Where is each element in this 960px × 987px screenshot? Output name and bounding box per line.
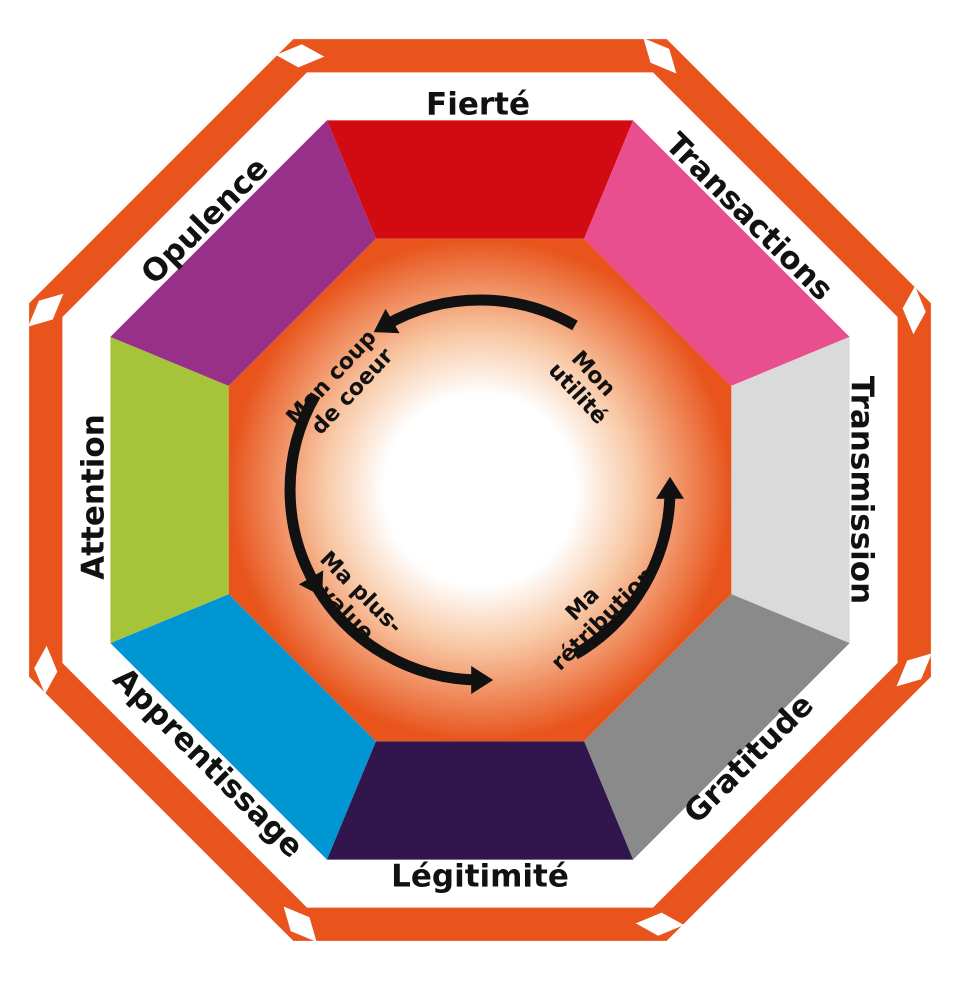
arrow-gap bbox=[275, 44, 325, 68]
outer-label-legitimite: Légitimité bbox=[391, 859, 569, 895]
inner-cycle-arrows bbox=[284, 294, 684, 694]
segment-gratitude bbox=[584, 594, 850, 860]
arrow-gap bbox=[34, 645, 58, 695]
outer-label-attention: Attention bbox=[76, 414, 112, 580]
cycle-arrow bbox=[382, 294, 578, 331]
segment-apprentissage bbox=[110, 594, 376, 860]
segment-ring bbox=[110, 120, 850, 860]
segment-opulence bbox=[110, 120, 376, 386]
cycle-arrowhead bbox=[373, 308, 400, 334]
arrow-gap bbox=[896, 653, 932, 687]
outer-label-transmission: Transmission bbox=[844, 376, 880, 604]
arrow-gap bbox=[902, 285, 926, 335]
outer-label-fierte: Fierté bbox=[426, 87, 530, 123]
arrow-gap bbox=[28, 293, 64, 327]
segment-fierté bbox=[326, 120, 634, 239]
segment-transactions bbox=[584, 120, 850, 386]
cycle-arrow bbox=[310, 582, 481, 686]
arrow-gap bbox=[635, 912, 685, 936]
arrow-gap bbox=[283, 906, 317, 942]
cycle-arrow bbox=[572, 489, 676, 660]
segment-transmission bbox=[731, 336, 850, 644]
inner-octagon-center bbox=[228, 238, 732, 742]
cycle-arrowhead bbox=[471, 666, 494, 694]
arrow-gaps bbox=[28, 38, 932, 942]
outer-arrow-ring bbox=[28, 38, 932, 942]
segment-légitimité bbox=[326, 741, 634, 860]
cycle-arrow bbox=[284, 392, 321, 588]
cycle-arrowhead bbox=[656, 476, 684, 499]
arrow-gap bbox=[643, 38, 677, 74]
segment-attention bbox=[110, 336, 229, 644]
